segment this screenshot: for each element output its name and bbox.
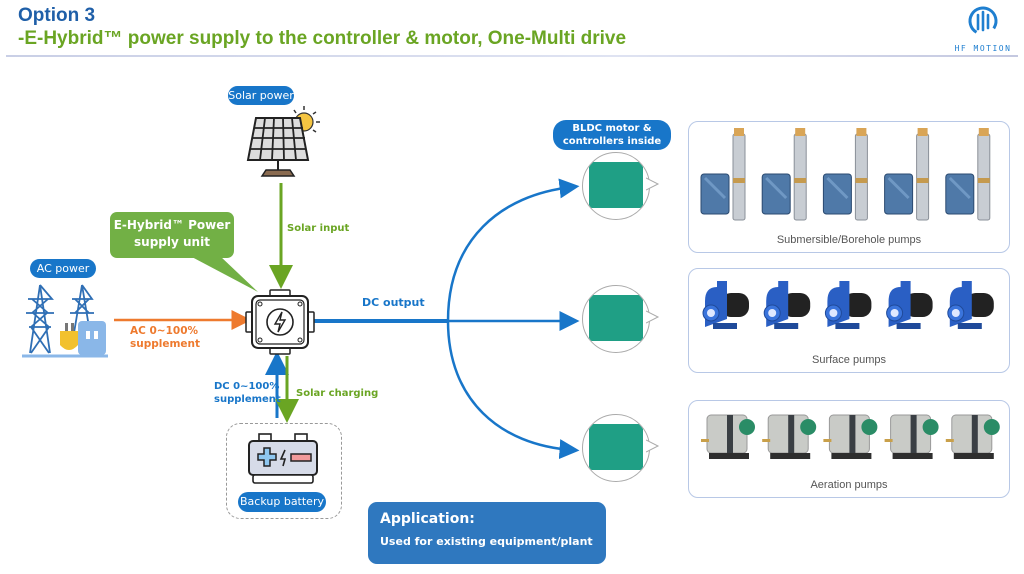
slide-title: Option 3 [18, 5, 96, 26]
pump-images [702, 281, 994, 329]
pump-image [824, 281, 872, 329]
dc-supplement-label: DC 0~100% supplement [214, 380, 281, 406]
dc-output-arrow-bottom [446, 320, 580, 460]
pump-image [701, 414, 755, 459]
pump-image [884, 128, 930, 221]
pump-image [947, 281, 994, 329]
pump-image [886, 281, 933, 329]
bubble-tail-icon [646, 177, 660, 191]
aeration-pumps-label: Aeration pumps [810, 479, 888, 491]
pump-image [884, 414, 939, 459]
surface-pumps-label: Surface pumps [812, 354, 886, 366]
ac-supplement-line2: supplement [130, 338, 201, 350]
battery-icon [248, 433, 318, 484]
solar-power-label: Solar power [228, 86, 294, 105]
pcb-image [582, 285, 650, 353]
pump-image [761, 128, 807, 221]
lightning-junction-box-icon [245, 289, 315, 355]
callout-tail [190, 256, 258, 292]
solar-input-label: Solar input [287, 223, 350, 234]
solar-charging-label: Solar charging [296, 388, 379, 399]
pump-image [945, 414, 1000, 459]
header-divider [6, 55, 1018, 57]
pump-image [945, 128, 991, 221]
backup-battery-label: Backup battery [238, 492, 326, 512]
pump-image [763, 281, 811, 329]
pump-image [700, 128, 746, 221]
application-text: Used for existing equipment/plant [380, 535, 593, 548]
submersible-pumps-panel: Submersible/Borehole pumps [688, 121, 1010, 253]
pcb-image [582, 414, 650, 482]
pump-image [762, 414, 817, 459]
bldc-controllers-label: BLDC motor & controllers inside [553, 120, 671, 150]
logo-text: HF MOTION [954, 44, 1012, 53]
submersible-pumps-label: Submersible/Borehole pumps [776, 234, 922, 246]
aeration-pumps-panel: Aeration pumps [688, 400, 1010, 498]
dc-output-label: DC output [362, 296, 425, 309]
company-logo: HF MOTION [948, 4, 1018, 53]
bldc-label-line2: controllers inside [562, 136, 662, 147]
application-title: Application: [380, 511, 475, 527]
bubble-tail-icon [646, 310, 660, 324]
power-tower-icon [22, 284, 108, 358]
hybrid-unit-callout-text: E-Hybrid™ Power supply unit [113, 218, 231, 249]
dc-supplement-line1: DC 0~100% [214, 381, 280, 392]
solar-panel-icon [246, 106, 320, 177]
application-box: Application: Used for existing equipment… [368, 502, 606, 564]
ac-supplement-label: AC 0~100% supplement [130, 325, 200, 351]
bldc-label-line1: BLDC motor & [572, 123, 652, 134]
dc-supplement-line2: supplement [214, 394, 281, 405]
dc-output-arrow-top [446, 178, 580, 322]
controller-board-3 [582, 414, 662, 484]
pump-images [700, 128, 991, 221]
ac-power-label: AC power [30, 259, 96, 278]
pump-images [701, 414, 1000, 459]
controller-board-2 [582, 285, 662, 355]
hybrid-unit-callout: E-Hybrid™ Power supply unit [110, 212, 234, 258]
slide-subtitle: -E-Hybrid™ power supply to the controlle… [18, 28, 627, 49]
pump-image [822, 128, 868, 221]
pump-image [823, 414, 878, 459]
pump-image [702, 281, 749, 329]
pcb-image [582, 152, 650, 220]
controller-board-1 [582, 152, 662, 222]
logo-mark-icon [968, 6, 998, 36]
bubble-tail-icon [646, 439, 660, 453]
backup-battery-group [226, 423, 342, 519]
ac-supplement-line1: AC 0~100% [130, 325, 199, 337]
surface-pumps-panel: Surface pumps [688, 268, 1010, 373]
